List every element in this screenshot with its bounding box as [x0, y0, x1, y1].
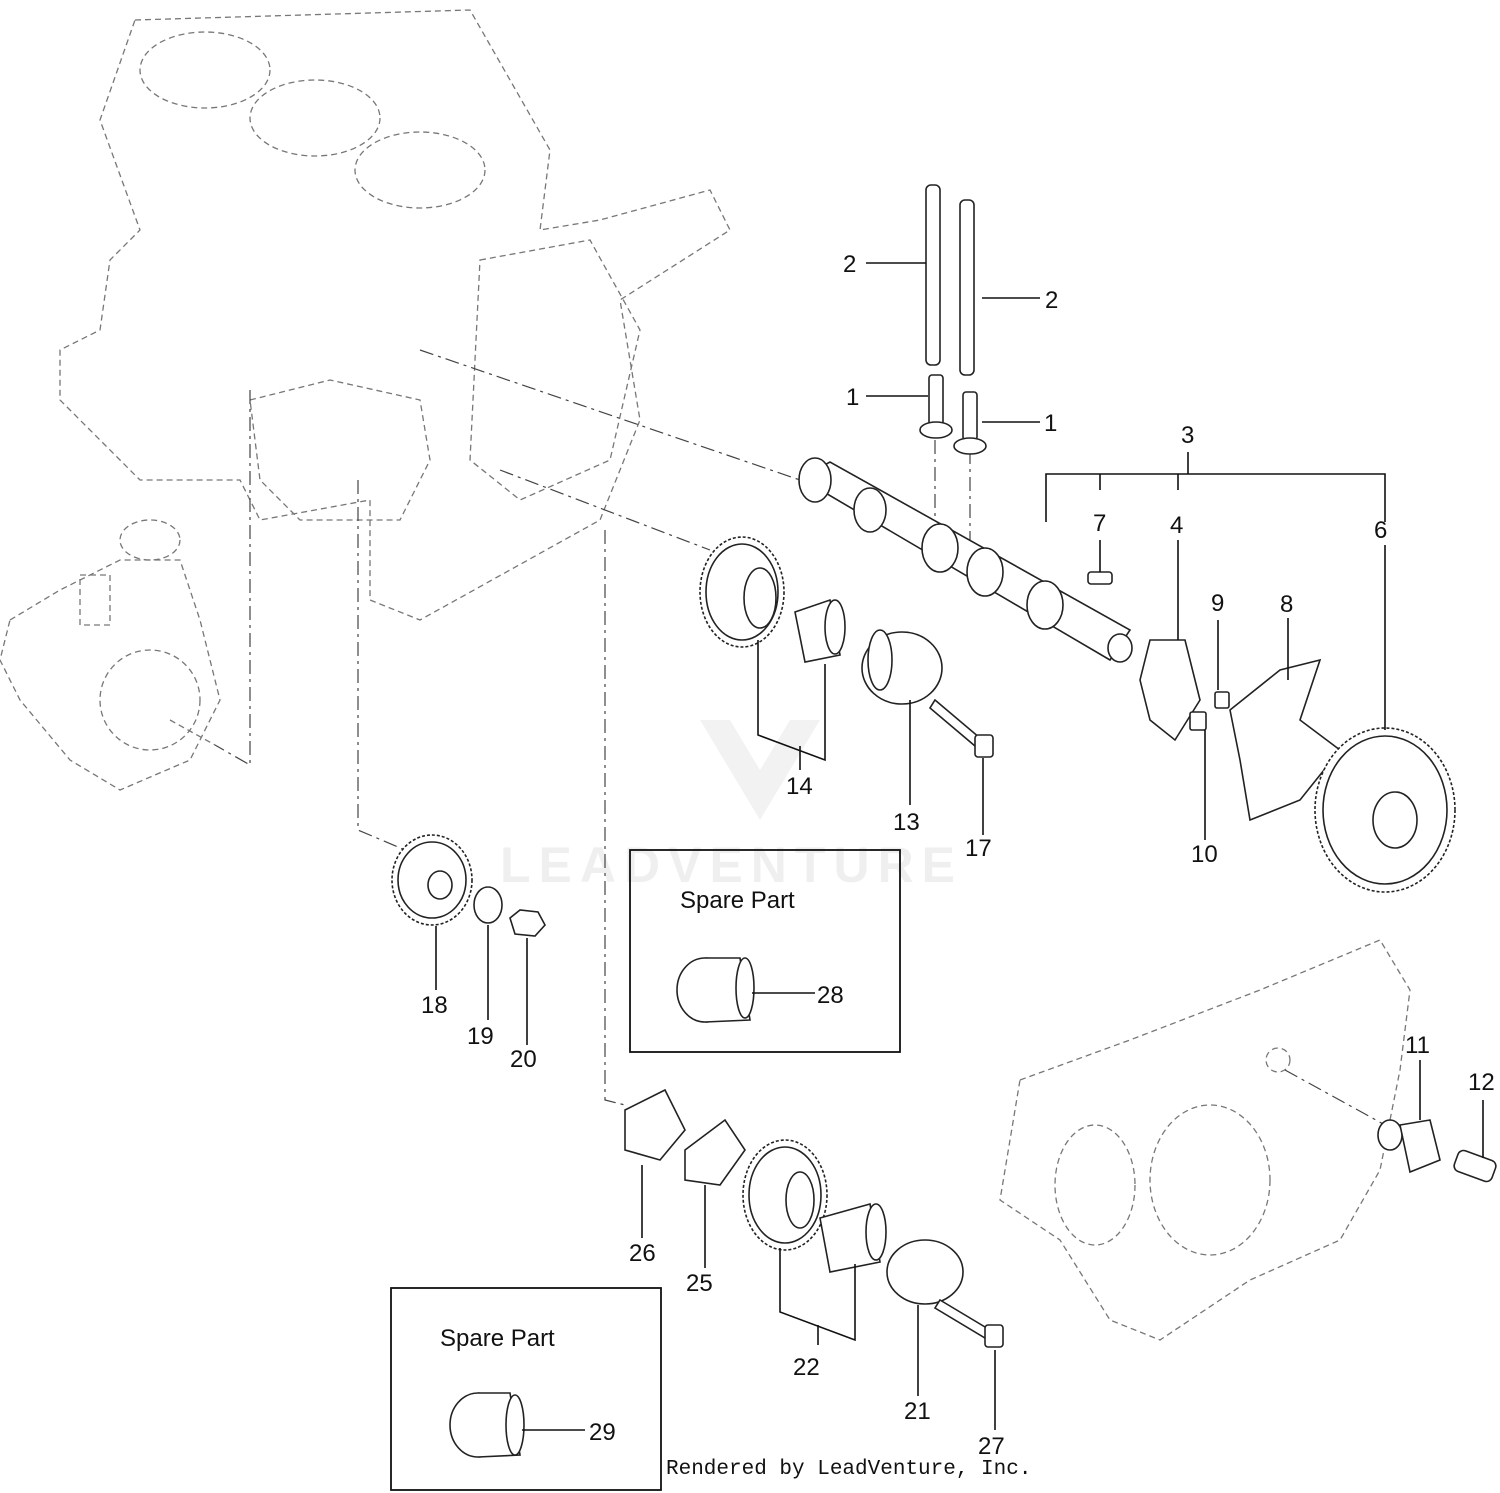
watermark: LEADVENTURE	[500, 720, 963, 893]
cam-gear	[1314, 727, 1456, 893]
callout-11: 11	[1405, 1032, 1430, 1059]
callout-18: 18	[421, 992, 448, 1019]
screws	[1189, 691, 1230, 731]
callout-6: 6	[1374, 517, 1387, 544]
plates-25-26	[624, 1088, 746, 1186]
callout-7: 7	[1093, 510, 1106, 537]
callout-2: 2	[1045, 287, 1058, 314]
gear-22	[742, 1139, 887, 1273]
shaft-21	[886, 1239, 964, 1305]
callout-28: 28	[817, 982, 844, 1009]
bolt-27	[933, 1298, 1004, 1348]
spare-part-box-29: Spare Part	[390, 1287, 662, 1491]
fuel-pump	[0, 519, 221, 791]
camshaft	[798, 457, 1133, 663]
callout-10: 10	[1191, 841, 1218, 868]
spare-part-title: Spare Part	[680, 887, 795, 914]
callout-2: 2	[843, 251, 856, 278]
callouts: 2 2 1 1 3 7 4 6 9 8 10 14 13 17 18 19 20…	[421, 251, 1495, 1460]
pushrods	[925, 184, 975, 376]
spare-part-title: Spare Part	[440, 1325, 555, 1352]
callout-19: 19	[467, 1023, 494, 1050]
callout-17: 17	[965, 835, 992, 862]
nut-20	[509, 909, 546, 937]
callout-27: 27	[978, 1433, 1005, 1460]
callout-8: 8	[1280, 591, 1293, 618]
callout-4: 4	[1170, 512, 1183, 539]
gear-case-cover	[999, 939, 1411, 1341]
idler-gear-14	[699, 536, 846, 663]
leader-lines	[435, 262, 1484, 1430]
spare-part-box-28: Spare Part	[629, 849, 901, 1053]
key	[1087, 571, 1113, 585]
bolt-12	[1453, 1149, 1497, 1183]
gear-18	[391, 834, 473, 926]
callout-21: 21	[904, 1398, 931, 1425]
centerlines	[214, 349, 1386, 1126]
callout-12: 12	[1468, 1069, 1495, 1096]
sensor-11	[1377, 1119, 1441, 1174]
tappets	[919, 374, 987, 455]
thrust-plate	[1139, 639, 1201, 742]
footer-credit: Rendered by LeadVenture, Inc.	[666, 1458, 1032, 1481]
watermark-text: LEADVENTURE	[500, 837, 963, 893]
callout-1: 1	[846, 384, 859, 411]
callout-9: 9	[1211, 590, 1224, 617]
callout-26: 26	[629, 1240, 656, 1267]
engine-block	[59, 9, 731, 621]
callout-1: 1	[1044, 410, 1057, 437]
callout-22: 22	[793, 1354, 820, 1381]
washer-19	[473, 886, 503, 924]
callout-25: 25	[686, 1270, 713, 1297]
callout-29: 29	[589, 1419, 616, 1446]
idler-shaft-13	[861, 629, 943, 705]
bolt-17	[928, 698, 994, 758]
callout-13: 13	[893, 809, 920, 836]
callout-14: 14	[786, 773, 813, 800]
callout-20: 20	[510, 1046, 537, 1073]
callout-3: 3	[1181, 422, 1194, 449]
